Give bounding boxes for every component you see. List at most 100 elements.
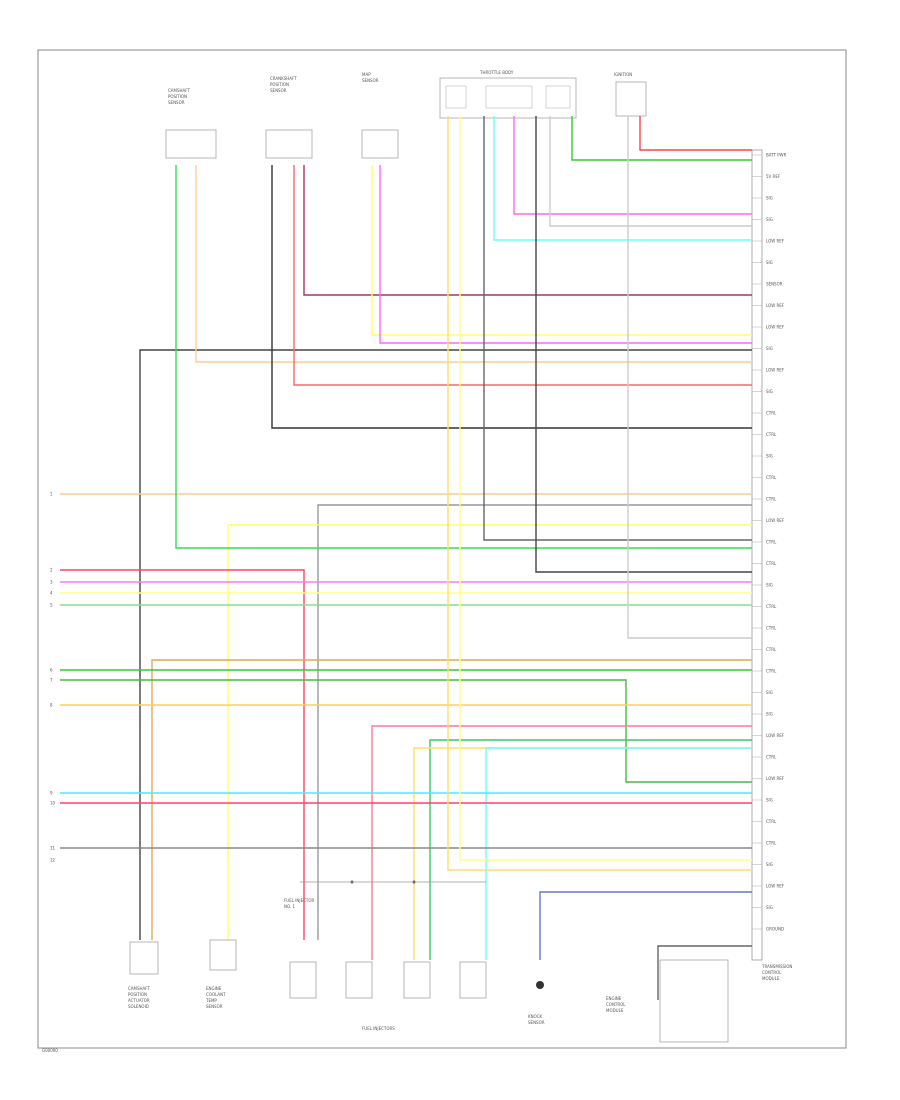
svg-text:CONTROL: CONTROL — [762, 970, 782, 975]
ecm-pin-label: SIG — [766, 905, 773, 910]
throttle-body: THROTTLE BODY — [439, 70, 577, 119]
ecm-pin-label: CTRL — [766, 475, 777, 480]
wire — [195, 165, 752, 363]
fuel-injector-3 — [403, 961, 431, 999]
ecm-pin-label: LOW REF — [766, 518, 785, 523]
svg-text:SENSOR: SENSOR — [168, 100, 185, 105]
left-label: 9 — [50, 791, 53, 796]
left-label: 8 — [50, 703, 53, 708]
wire — [175, 165, 752, 549]
diagram-frame — [37, 49, 847, 1049]
wire — [539, 891, 752, 960]
wire — [627, 116, 752, 639]
wire — [459, 116, 752, 861]
ecm-pin-label: GROUND — [766, 927, 784, 932]
svg-text:TRANSMISSION: TRANSMISSION — [761, 964, 792, 969]
left-label: 10 — [50, 801, 56, 806]
map-sensor: MAP SENSOR — [361, 72, 399, 159]
ecm-pin-label: SIG — [766, 217, 773, 222]
ecm-pin-label: LOW REF — [766, 733, 785, 738]
wire — [549, 116, 752, 227]
wire — [485, 747, 752, 960]
ecm-pin-label: LOW REF — [766, 884, 785, 889]
left-label: 2 — [50, 568, 53, 573]
left-label: 12 — [50, 858, 56, 863]
wire — [303, 165, 752, 296]
wire — [483, 116, 752, 541]
crankshaft-position-sensor: CRANKSHAFT POSITION SENSOR — [265, 76, 313, 159]
ecm-pin-label: CTRL — [766, 540, 777, 545]
ecm-pin-label: CTRL — [766, 841, 777, 846]
ecm-pin-label: SIG — [766, 196, 773, 201]
svg-text:NO. 1: NO. 1 — [284, 904, 296, 909]
svg-text:SENSOR: SENSOR — [270, 88, 287, 93]
engine-control-module-label: ENGINE CONTROL MODULE — [606, 996, 626, 1013]
wire — [379, 165, 752, 344]
ecm-pin-label: CTRL — [766, 604, 777, 609]
wire — [657, 945, 752, 1000]
ecm-pin-label: CTRL — [766, 626, 777, 631]
ecm-pin-label: CTRL — [766, 755, 777, 760]
ecm-pin-label: SIG — [766, 389, 773, 394]
svg-text:ACTUATOR: ACTUATOR — [128, 998, 150, 1003]
ecm-pin-label: CTRL — [766, 561, 777, 566]
left-label: 6 — [50, 668, 53, 673]
ecm-pin-label: SIG — [766, 798, 773, 803]
ecm-pin-label: CTRL — [766, 497, 777, 502]
ecm-pin-label: CTRL — [766, 819, 777, 824]
wire — [571, 116, 752, 161]
ecm-pin-label: LOW REF — [766, 368, 785, 373]
ecm-pin-label: CTRL — [766, 432, 777, 437]
wire — [317, 504, 752, 940]
knock-sensor: KNOCK SENSOR — [528, 981, 545, 1025]
camshaft-actuator-solenoid: CAMSHAFT POSITION ACTUATOR SOLENOID — [128, 941, 159, 1009]
svg-text:CONTROL: CONTROL — [606, 1002, 626, 1007]
ecm-pin-label: LOW REF — [766, 325, 785, 330]
svg-text:TEMP: TEMP — [205, 998, 217, 1003]
wire — [639, 116, 752, 151]
footer-code: G00000 — [42, 1048, 58, 1053]
ecm-pin-label: LOW REF — [766, 776, 785, 781]
ecm-pin-label: SIG — [766, 862, 773, 867]
ecm-pin-label: BATT PWR — [766, 153, 787, 158]
svg-text:SOLENOID: SOLENOID — [128, 1004, 149, 1009]
wire — [447, 116, 752, 871]
svg-text:IGNITION: IGNITION — [614, 72, 632, 77]
engine-coolant-temp-sensor: ENGINE COOLANT TEMP SENSOR — [205, 939, 237, 1009]
ecm-pin-label: SIG — [766, 260, 773, 265]
ecm-pin-label: SIG — [766, 346, 773, 351]
wire — [513, 116, 752, 215]
wires — [60, 116, 752, 1000]
wire — [535, 116, 752, 573]
svg-text:MODULE: MODULE — [606, 1008, 624, 1013]
svg-text:CAMSHAFT: CAMSHAFT — [168, 88, 190, 93]
left-label: 7 — [50, 678, 53, 683]
svg-text:POSITION: POSITION — [128, 992, 147, 997]
wire — [429, 739, 752, 960]
ecm-pin-label: SIG — [766, 690, 773, 695]
svg-text:KNOCK: KNOCK — [528, 1014, 543, 1019]
wire — [60, 679, 752, 783]
wire — [227, 524, 752, 940]
left-label: 5 — [50, 603, 53, 608]
ecm-pin-label: SIG — [766, 583, 773, 588]
wire — [293, 165, 752, 386]
wire — [271, 165, 752, 429]
svg-text:ENGINE: ENGINE — [606, 996, 622, 1001]
wire — [151, 659, 752, 940]
fuel-injector-1: FUEL INJECTOR NO. 1 — [284, 898, 317, 999]
svg-text:SENSOR: SENSOR — [362, 78, 379, 83]
ecm-pin-label: LOW REF — [766, 239, 785, 244]
fuel-injectors-caption: FUEL INJECTORS — [362, 1026, 395, 1031]
svg-text:POSITION: POSITION — [270, 82, 289, 87]
ecm-pin-label: SIG — [766, 454, 773, 459]
transmission-control-module: TRANSMISSION CONTROL MODULE — [659, 959, 792, 1043]
ecm-pin-label: CTRL — [766, 647, 777, 652]
svg-text:CAMSHAFT: CAMSHAFT — [128, 986, 150, 991]
svg-text:POSITION: POSITION — [168, 94, 187, 99]
svg-text:ENGINE: ENGINE — [206, 986, 222, 991]
svg-text:SENSOR: SENSOR — [206, 1004, 223, 1009]
